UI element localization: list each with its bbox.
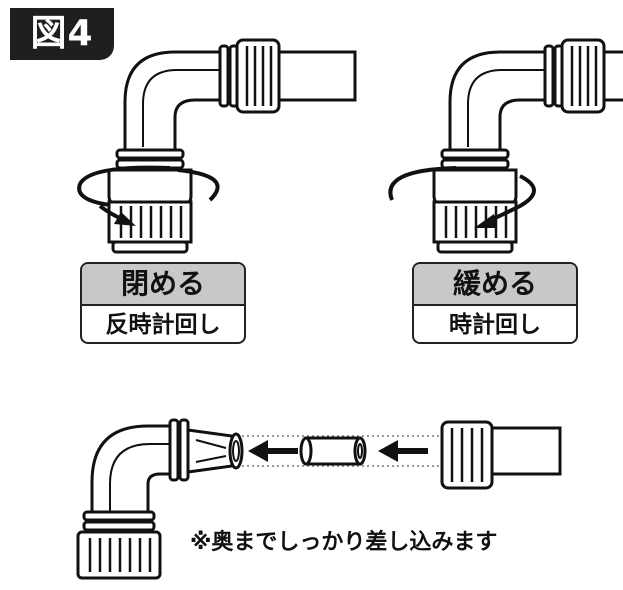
figure-label: 図4: [10, 8, 114, 60]
label-loosen: 緩める 時計回し: [412, 262, 578, 344]
label-loosen-title: 緩める: [414, 264, 576, 306]
label-close: 閉める 反時計回し: [80, 262, 246, 344]
elbow-fitting-loosen: [432, 38, 623, 254]
rotation-arrow-counterclockwise: [77, 165, 220, 226]
insert-arrow-right: [378, 440, 428, 462]
insert-arrow-left: [248, 440, 298, 462]
elbow-fitting-insert: [76, 418, 244, 580]
insertion-note: ※奥までしっかり差し込みます: [190, 530, 498, 555]
insertion-guide-lines: [242, 435, 440, 467]
label-close-direction: 反時計回し: [105, 312, 221, 338]
pipe-sleeve: [299, 436, 367, 466]
label-loosen-direction: 時計回し: [449, 312, 541, 338]
rotation-arrow-clockwise: [388, 166, 536, 228]
hose-with-nut: [440, 420, 562, 490]
label-close-title: 閉める: [82, 264, 244, 306]
elbow-fitting-close: [107, 38, 357, 254]
